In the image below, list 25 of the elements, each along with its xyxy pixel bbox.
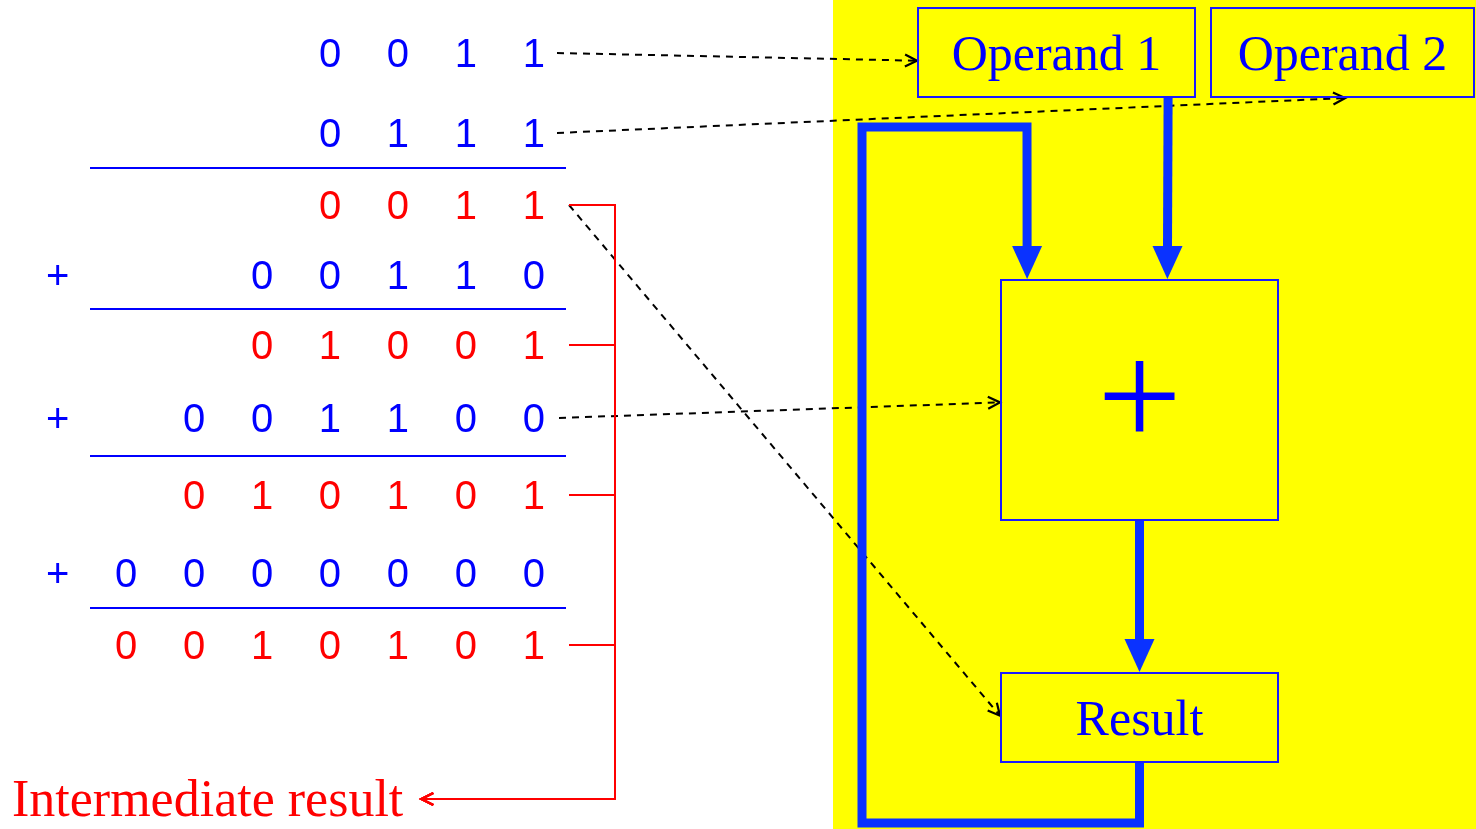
binary-number: 0 1 1 1 — [318, 109, 545, 157]
dashed-arrow — [568, 204, 1002, 717]
binary-number: 0 0 1 1 — [318, 29, 545, 77]
thick-arrow — [1124, 521, 1155, 672]
dashed-arrow — [556, 91, 1347, 134]
binary-number: 0 0 1 1 0 — [250, 252, 545, 299]
binary-number: 0 0 1 1 0 0 — [182, 395, 545, 442]
binary-number: 0 0 1 0 1 0 1 — [115, 621, 545, 669]
plus-sign: + — [46, 395, 70, 442]
caption-text: Intermediate result — [12, 770, 404, 828]
register-box: Operand 1 — [917, 7, 1196, 98]
binary-number: 0 0 0 0 0 0 0 — [115, 550, 545, 597]
thick-arrow — [1152, 98, 1183, 279]
plus-sign: + — [46, 550, 70, 597]
binary-number: 0 0 1 1 — [318, 181, 545, 229]
dashed-arrow — [556, 52, 919, 68]
adder-box: + — [1000, 279, 1279, 521]
dashed-arrow — [558, 395, 1002, 419]
bracket-arrow — [420, 644, 616, 807]
binary-number: 0 1 0 1 0 1 — [182, 471, 545, 519]
plus-sign: + — [46, 252, 70, 299]
register-box: Result — [1000, 672, 1279, 763]
register-box: Operand 2 — [1210, 7, 1475, 98]
binary-number: 0 1 0 0 1 — [250, 321, 545, 369]
thick-arrow — [857, 122, 1144, 828]
